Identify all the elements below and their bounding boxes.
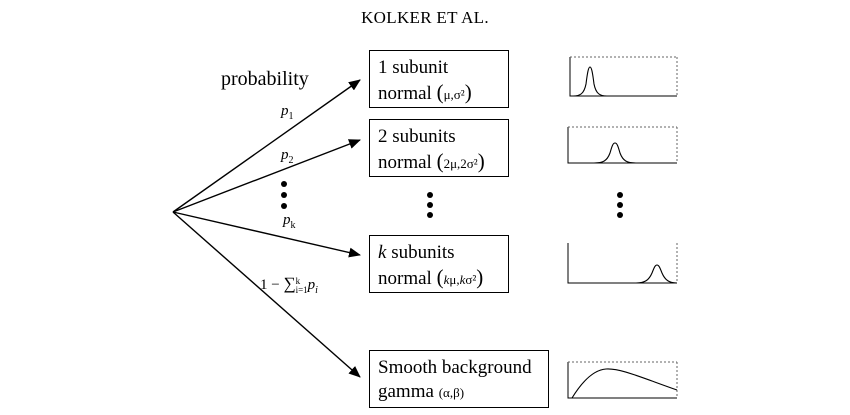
node-2-title: 2 subunits bbox=[378, 126, 456, 147]
edge-arrow-background bbox=[172, 211, 361, 378]
edge-label-p2: p2 bbox=[281, 147, 294, 166]
density-plot-1 bbox=[569, 56, 678, 97]
edge-label-bg-term: p bbox=[307, 277, 316, 293]
node-2-subunits: 2 subunits normal (2μ,2σ²) bbox=[369, 119, 509, 177]
edge-label-bg-sup: k bbox=[295, 275, 301, 286]
edge-label-pk-var: p bbox=[283, 212, 291, 228]
node-1-dist: normal bbox=[378, 83, 432, 104]
node-1-params: μ,σ² bbox=[443, 87, 465, 102]
node-2-params: 2μ,2σ² bbox=[443, 156, 478, 171]
node-1-subunit: 1 subunit normal (μ,σ²) bbox=[369, 50, 509, 108]
node-k-subunits: k subunits normal (kμ,kσ²) bbox=[369, 235, 509, 293]
node-1-dist-line: normal (μ,σ²) bbox=[378, 80, 472, 104]
page-header: KOLKER ET AL. bbox=[361, 8, 489, 27]
node-k-dist: normal bbox=[378, 268, 432, 289]
edge-arrow-1 bbox=[172, 79, 361, 213]
node-k-title: k subunits bbox=[378, 241, 500, 265]
node-k-params-k2: k bbox=[459, 272, 466, 287]
density-plot-2 bbox=[567, 126, 678, 164]
density-plot-gamma bbox=[567, 361, 678, 399]
edge-label-pk: pk bbox=[283, 212, 296, 231]
edge-label-bg-prefix: 1 − bbox=[260, 277, 284, 293]
edge-arrow-2 bbox=[172, 139, 361, 213]
density-plot-k bbox=[567, 243, 678, 284]
node-k-title-var: k bbox=[378, 242, 387, 263]
edge-label-bg-sum: ∑ bbox=[283, 274, 296, 293]
ellipsis-dots bbox=[281, 181, 623, 218]
edge-label-p1: p1 bbox=[281, 103, 294, 122]
node-1-title: 1 subunit bbox=[378, 57, 449, 78]
node-k-params-mid: μ, bbox=[449, 272, 460, 287]
node-k-params-k1: k bbox=[443, 272, 450, 287]
edge-label-p1-var: p bbox=[281, 103, 289, 119]
edge-label-p1-sub: 1 bbox=[288, 111, 294, 122]
edge-label-bg-subscript: i=1 bbox=[295, 284, 308, 295]
probability-label: probability bbox=[221, 68, 309, 90]
edge-label-bg-term-sub: i bbox=[315, 285, 318, 296]
node-2-dist: normal bbox=[378, 152, 432, 173]
node-bg-params: (α,β) bbox=[438, 385, 465, 400]
node-2-dist-line: normal (2μ,2σ²) bbox=[378, 149, 485, 173]
node-bg-title: Smooth background bbox=[378, 357, 532, 378]
node-bg-dist-line: gamma (α,β) bbox=[378, 380, 540, 405]
node-k-params-end: σ² bbox=[465, 272, 477, 287]
edge-label-p2-sub: 2 bbox=[288, 155, 294, 166]
edge-label-pk-sub: k bbox=[290, 220, 296, 231]
node-smooth-background: Smooth background gamma (α,β) bbox=[369, 350, 549, 408]
node-bg-dist: gamma bbox=[378, 381, 434, 402]
node-k-dist-line: normal (kμ,kσ²) bbox=[378, 265, 484, 289]
edge-label-p2-var: p bbox=[281, 147, 289, 163]
node-k-title-rest: subunits bbox=[386, 242, 455, 263]
node-k-params: kμ,kσ² bbox=[444, 272, 477, 287]
edge-arrow-k bbox=[172, 211, 361, 258]
